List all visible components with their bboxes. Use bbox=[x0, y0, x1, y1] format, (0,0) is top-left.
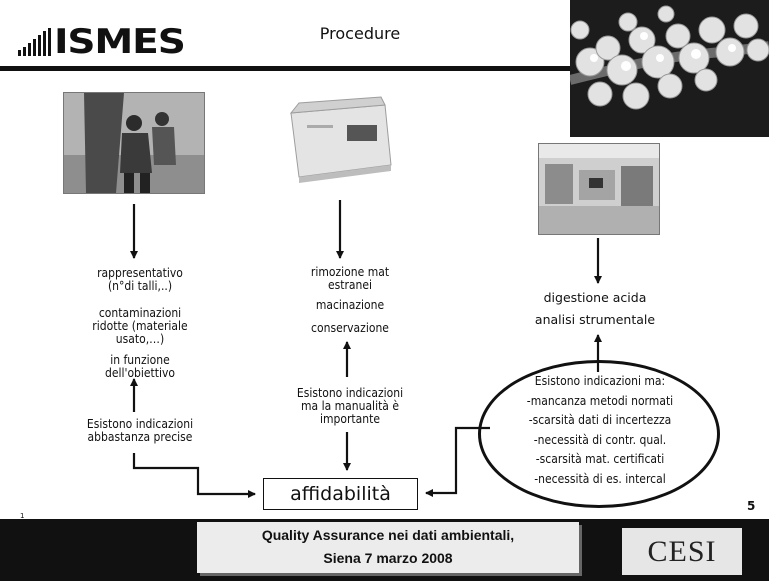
connector-left-to-box bbox=[132, 453, 256, 498]
grinder-device-photo bbox=[277, 95, 403, 189]
left-item-representative: rappresentativo (n°di talli,..) bbox=[97, 266, 183, 293]
slide-title: Procedure bbox=[319, 24, 401, 43]
mid-item-storage: conservazione bbox=[311, 321, 389, 335]
corner-mark: 1 bbox=[20, 512, 25, 520]
lichen-photo bbox=[570, 0, 769, 137]
reliability-box: affidabilità bbox=[263, 478, 418, 510]
connector-ellipse-to-box bbox=[425, 426, 490, 497]
field-sampling-photo bbox=[63, 92, 205, 194]
footer-event-title: Quality Assurance nei dati ambientali, bbox=[261, 527, 515, 543]
page-number: 5 bbox=[747, 499, 756, 513]
left-item-contamination: contaminazioni ridotte (materiale usato,… bbox=[92, 306, 188, 346]
issues-list: Esistono indicazioni ma: -mancanza metod… bbox=[526, 374, 674, 486]
header-divider bbox=[0, 66, 576, 71]
left-item-objective: in funzione dell'obiettivo bbox=[104, 353, 176, 380]
mid-item-indications: Esistono indicazioni ma la manualità è i… bbox=[296, 386, 404, 426]
right-item-analysis: analisi strumentale bbox=[534, 312, 656, 327]
cesi-logo: CESI bbox=[622, 528, 742, 575]
ismes-logo: ISMES bbox=[18, 22, 186, 62]
mid-item-grinding: macinazione bbox=[315, 298, 385, 312]
laboratory-photo bbox=[538, 143, 660, 235]
logo-bars-icon bbox=[18, 28, 51, 56]
right-item-digestion: digestione acida bbox=[543, 290, 647, 305]
mid-item-removal: rimozione mat estranei bbox=[310, 265, 390, 292]
logo-wordmark: ISMES bbox=[54, 22, 186, 62]
footer-caption-box bbox=[197, 522, 579, 573]
left-item-indications: Esistono indicazioni abbastanza precise bbox=[86, 417, 194, 444]
issues-ellipse bbox=[478, 360, 720, 508]
footer-event-date: Siena 7 marzo 2008 bbox=[323, 550, 453, 566]
